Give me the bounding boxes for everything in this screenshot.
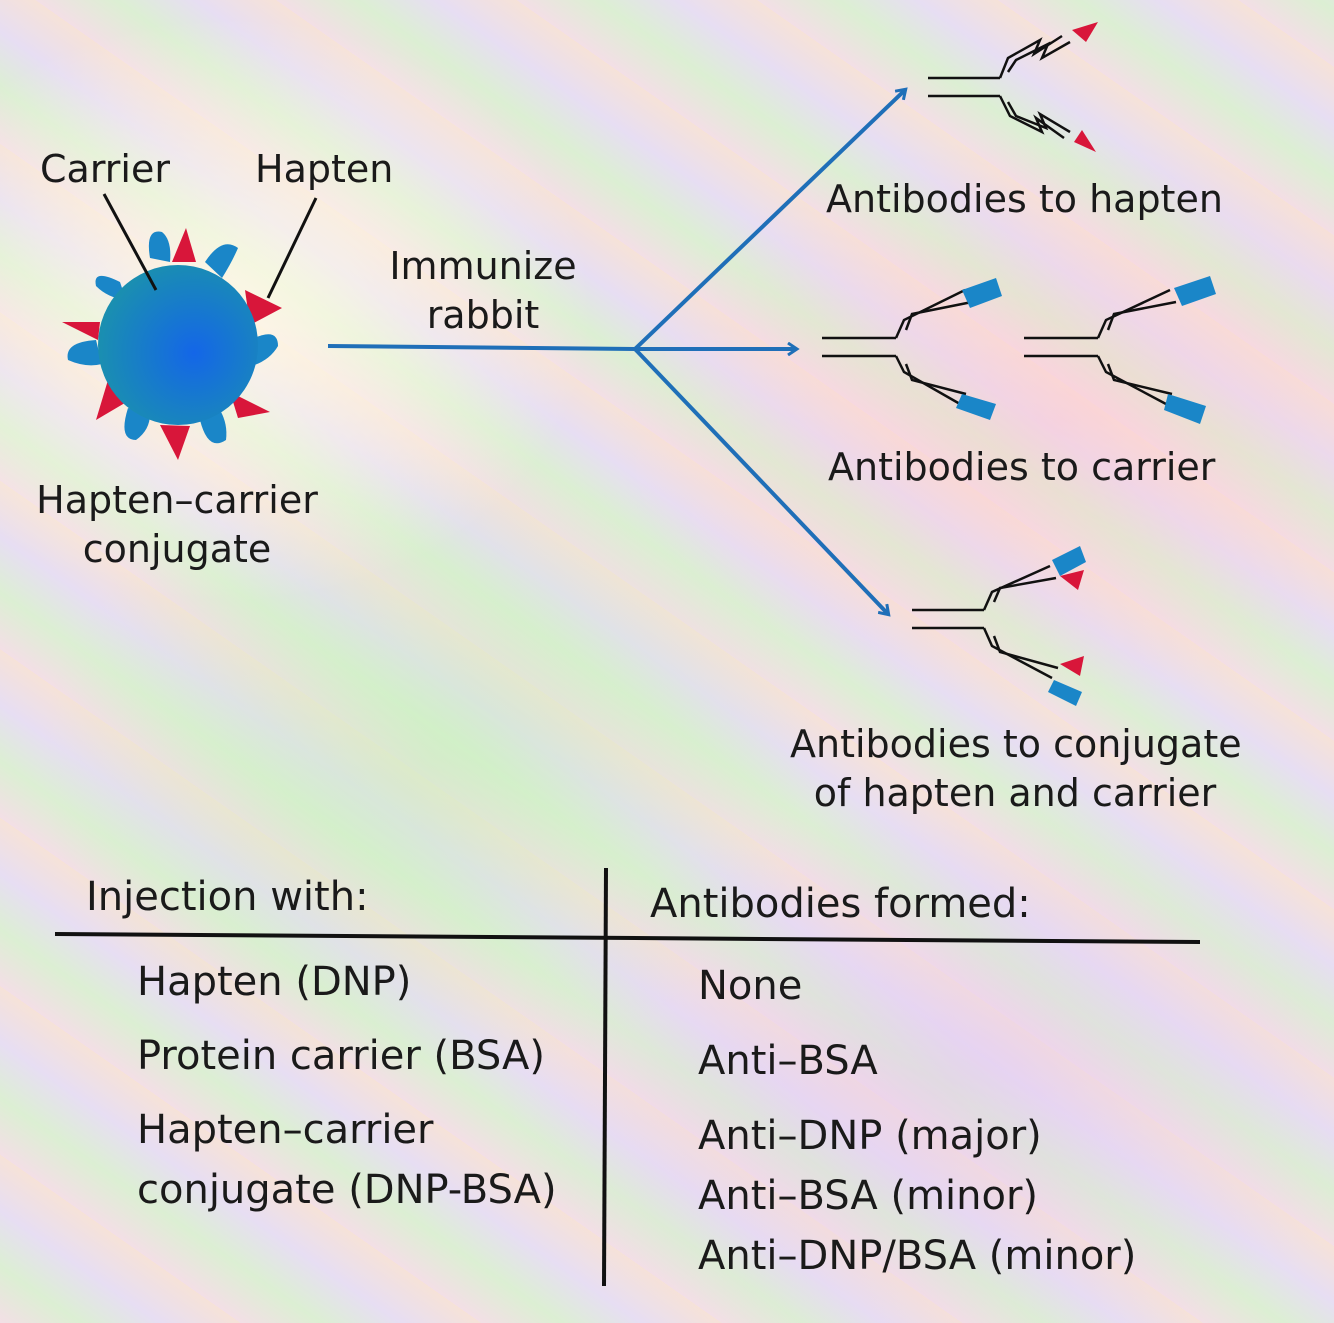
table-right-row: Anti–DNP (major): [698, 1113, 1042, 1159]
immunization-arrows: [327, 90, 905, 614]
conjugate-label-line2: conjugate: [82, 527, 272, 572]
conjugate-label: Hapten–carrier conjugate: [36, 476, 318, 575]
table-header-antibodies: Antibodies formed:: [650, 881, 1031, 927]
table-right-row: Anti–BSA: [698, 1038, 878, 1084]
antibody-hapten: [928, 22, 1098, 152]
table-left-row: Protein carrier (BSA): [137, 1033, 545, 1079]
immunize-label: Immunize rabbit: [388, 242, 578, 341]
carrier-label: Carrier: [40, 147, 170, 191]
conjugate-particle: [62, 193, 318, 460]
hapten-label: Hapten: [255, 147, 394, 191]
conjugate-label-line1: Hapten–carrier: [36, 478, 318, 522]
table-right-row: Anti–BSA (minor): [698, 1173, 1039, 1219]
table-right-row: None: [698, 963, 803, 1009]
table-left-row: Hapten–carrier: [137, 1107, 434, 1153]
antibodies-carrier-label: Antibodies to carrier: [828, 445, 1216, 489]
antibody-carrier-2: [1024, 276, 1216, 424]
table-header-injection: Injection with:: [86, 874, 369, 920]
antibody-carrier-1: [822, 278, 1002, 420]
immunize-line2: rabbit: [426, 293, 540, 338]
table-lines: [54, 867, 1201, 1287]
antibodies-conjugate-line2: of hapten and carrier: [813, 771, 1217, 816]
antibodies-hapten-label: Antibodies to hapten: [826, 177, 1223, 221]
table-right-row: Anti–DNP/BSA (minor): [698, 1233, 1137, 1279]
immunize-line1: Immunize: [389, 244, 577, 288]
antibodies-conjugate-line1: Antibodies to conjugate: [790, 722, 1242, 766]
antibodies-conjugate-label: Antibodies to conjugate of hapten and ca…: [790, 720, 1242, 819]
table-left-row: Hapten (DNP): [137, 959, 412, 1005]
antibody-conjugate: [912, 546, 1086, 706]
table-left-row: conjugate (DNP-BSA): [137, 1167, 557, 1213]
hapten-spikes: [62, 228, 282, 460]
